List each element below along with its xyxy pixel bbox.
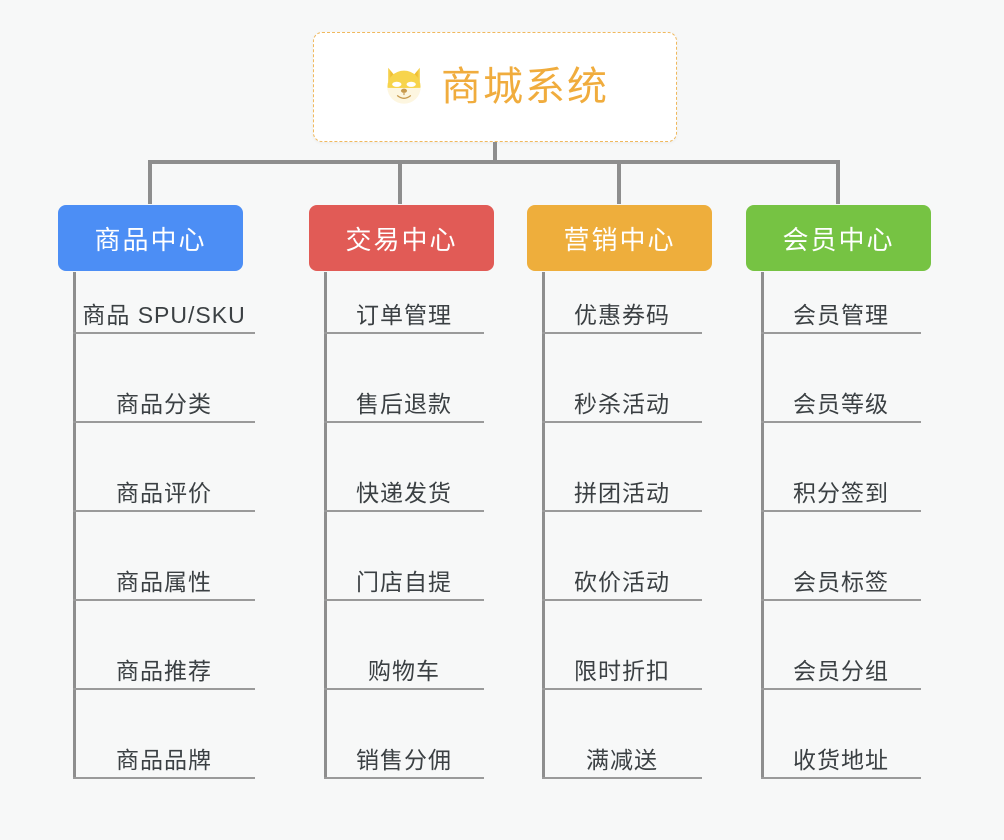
leaf-item-label: 砍价活动: [574, 568, 670, 595]
leaf-item[interactable]: 会员等级: [761, 361, 921, 423]
leaf-item-label: 积分签到: [793, 479, 889, 506]
leaf-item-label: 会员标签: [793, 568, 889, 595]
leaf-item[interactable]: 会员管理: [761, 272, 921, 334]
leaf-item[interactable]: 商品分类: [73, 361, 255, 423]
root-node[interactable]: 商城系统: [313, 32, 677, 142]
category-header-member-center[interactable]: 会员中心: [746, 205, 931, 271]
leaf-item[interactable]: 优惠券码: [542, 272, 702, 334]
leaf-column-product-center: 商品 SPU/SKU 商品分类商品评价商品属性商品推荐商品品牌: [73, 272, 255, 779]
leaf-item-label: 会员等级: [793, 390, 889, 417]
leaf-item[interactable]: 购物车: [324, 628, 484, 690]
leaf-item[interactable]: 商品 SPU/SKU: [73, 272, 255, 334]
leaf-item-label: 门店自提: [356, 568, 452, 595]
category-title: 商品中心: [94, 224, 207, 255]
leaf-item-label: 销售分佣: [356, 746, 452, 773]
leaf-item[interactable]: 商品属性: [73, 539, 255, 601]
leaf-item-label: 商品属性: [116, 568, 212, 595]
leaf-item[interactable]: 积分签到: [761, 450, 921, 512]
root-title: 商城系统: [441, 65, 609, 109]
column-trunk-line: [761, 272, 764, 779]
leaf-item[interactable]: 商品推荐: [73, 628, 255, 690]
leaf-item-label: 秒杀活动: [574, 390, 670, 417]
leaf-item[interactable]: 满减送: [542, 717, 702, 779]
category-header-product-center[interactable]: 商品中心: [58, 205, 243, 271]
category-title: 营销中心: [563, 224, 676, 255]
leaf-item[interactable]: 快递发货: [324, 450, 484, 512]
connector-horizontal-bus: [150, 160, 840, 164]
leaf-item[interactable]: 拼团活动: [542, 450, 702, 512]
column-trunk-line: [73, 272, 76, 779]
leaf-item[interactable]: 商品品牌: [73, 717, 255, 779]
leaf-item[interactable]: 会员分组: [761, 628, 921, 690]
leaf-item[interactable]: 商品评价: [73, 450, 255, 512]
leaf-item-label: 商品评价: [116, 479, 212, 506]
leaf-column-member-center: 会员管理会员等级积分签到会员标签会员分组收货地址: [761, 272, 921, 779]
leaf-item-label: 会员管理: [793, 301, 889, 328]
connector-drop-trade-center: [398, 160, 402, 204]
connector-root-stem: [493, 142, 497, 164]
leaf-item-label: 优惠券码: [574, 301, 670, 328]
category-header-marketing-center[interactable]: 营销中心: [527, 205, 712, 271]
leaf-column-marketing-center: 优惠券码秒杀活动拼团活动砍价活动限时折扣满减送: [542, 272, 702, 779]
leaf-item-label: 商品推荐: [116, 657, 212, 684]
leaf-item-label: 拼团活动: [574, 479, 670, 506]
leaf-item[interactable]: 砍价活动: [542, 539, 702, 601]
leaf-item-label: 售后退款: [356, 390, 452, 417]
leaf-item-label: 商品 SPU/SKU: [82, 301, 246, 328]
leaf-item[interactable]: 销售分佣: [324, 717, 484, 779]
leaf-item[interactable]: 订单管理: [324, 272, 484, 334]
leaf-item[interactable]: 售后退款: [324, 361, 484, 423]
category-title: 交易中心: [345, 224, 458, 255]
leaf-item-label: 满减送: [586, 746, 658, 773]
leaf-item-label: 限时折扣: [574, 657, 670, 684]
leaf-item-label: 商品品牌: [116, 746, 212, 773]
column-trunk-line: [324, 272, 327, 779]
connector-drop-marketing-center: [617, 160, 621, 204]
connector-drop-product-center: [148, 160, 152, 204]
leaf-column-trade-center: 订单管理售后退款快递发货门店自提购物车销售分佣: [324, 272, 484, 779]
leaf-item-label: 商品分类: [116, 390, 212, 417]
leaf-item-label: 快递发货: [356, 479, 452, 506]
leaf-item[interactable]: 限时折扣: [542, 628, 702, 690]
shiba-dog-icon: [381, 62, 427, 113]
category-title: 会员中心: [782, 224, 895, 255]
leaf-item[interactable]: 收货地址: [761, 717, 921, 779]
leaf-item-label: 购物车: [368, 657, 440, 684]
column-trunk-line: [542, 272, 545, 779]
leaf-item-label: 订单管理: [356, 301, 452, 328]
leaf-item[interactable]: 会员标签: [761, 539, 921, 601]
leaf-item[interactable]: 门店自提: [324, 539, 484, 601]
leaf-item-label: 会员分组: [793, 657, 889, 684]
leaf-item[interactable]: 秒杀活动: [542, 361, 702, 423]
leaf-item-label: 收货地址: [793, 746, 889, 773]
category-header-trade-center[interactable]: 交易中心: [309, 205, 494, 271]
connector-drop-member-center: [836, 160, 840, 204]
